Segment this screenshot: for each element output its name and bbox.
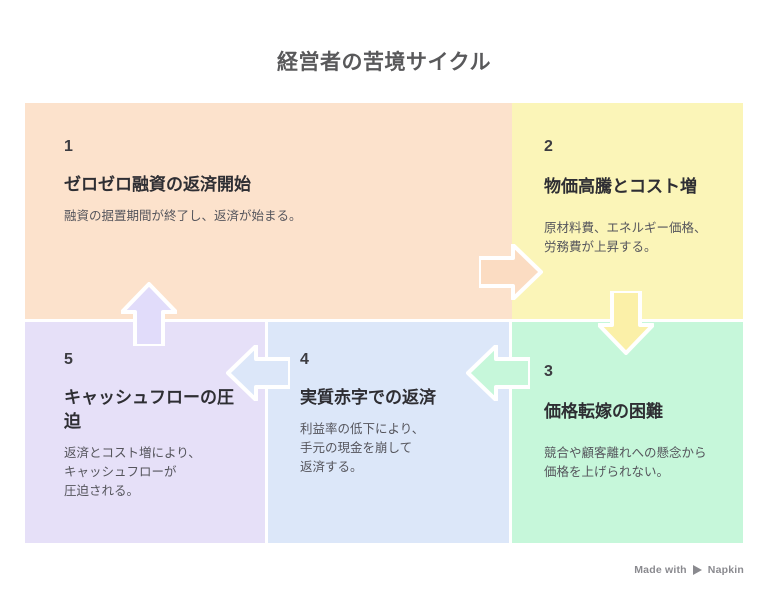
cycle-step-5[interactable]: 5 キャッシュフローの圧迫 返済とコスト増により、 キャッシュフローが 圧迫され…: [25, 322, 265, 543]
cycle-step-4[interactable]: 4 実質赤字での返済 利益率の低下により、 手元の現金を崩して 返済する。: [268, 322, 509, 543]
watermark: Made with Napkin: [634, 564, 744, 576]
arrow-right-icon-step1-to-step2: [479, 244, 543, 300]
step-description: 原材料費、エネルギー価格、 労務費が上昇する。: [544, 221, 707, 255]
step-number: 2: [544, 138, 553, 155]
cycle-step-1[interactable]: 1 ゼロゼロ融資の返済開始 融資の据置期間が終了し、返済が始まる。: [25, 103, 512, 319]
watermark-brand-label: Napkin: [707, 564, 744, 576]
play-triangle-icon: [692, 565, 702, 575]
arrow-down-icon-step2-to-step3: [598, 291, 654, 355]
watermark-made-with-label: Made with: [634, 564, 687, 576]
cycle-grid: 1 ゼロゼロ融資の返済開始 融資の据置期間が終了し、返済が始まる。 2 物価高騰…: [25, 103, 743, 543]
step-number: 5: [64, 351, 73, 368]
cycle-step-2[interactable]: 2 物価高騰とコスト増 原材料費、エネルギー価格、 労務費が上昇する。: [512, 103, 743, 319]
step-description: 利益率の低下により、 手元の現金を崩して 返済する。: [300, 422, 425, 475]
arrow-left-icon-step4-to-step5: [226, 345, 290, 401]
step-description: 返済とコスト増により、 キャッシュフローが 圧迫される。: [64, 446, 201, 499]
page-title: 経営者の苦境サイクル: [277, 51, 491, 74]
step-description: 競合や顧客離れへの懸念から 価格を上げられない。: [544, 446, 707, 480]
step-description: 融資の据置期間が終了し、返済が始まる。: [64, 209, 302, 224]
step-heading: 価格転嫁の困難: [544, 402, 663, 421]
step-heading: 物価高騰とコスト増: [544, 177, 697, 196]
arrow-up-icon-step5-to-step1: [121, 282, 177, 346]
cycle-step-3[interactable]: 3 価格転嫁の困難 競合や顧客離れへの懸念から 価格を上げられない。: [512, 322, 743, 543]
step-heading: ゼロゼロ融資の返済開始: [64, 175, 251, 194]
step-number: 1: [64, 138, 73, 155]
step-heading: 実質赤字での返済: [300, 388, 436, 407]
step-number: 4: [300, 351, 309, 368]
arrow-left-icon-step3-to-step4: [466, 345, 530, 401]
step-number: 3: [544, 363, 553, 380]
step-heading: キャッシュフローの圧迫: [64, 388, 234, 432]
